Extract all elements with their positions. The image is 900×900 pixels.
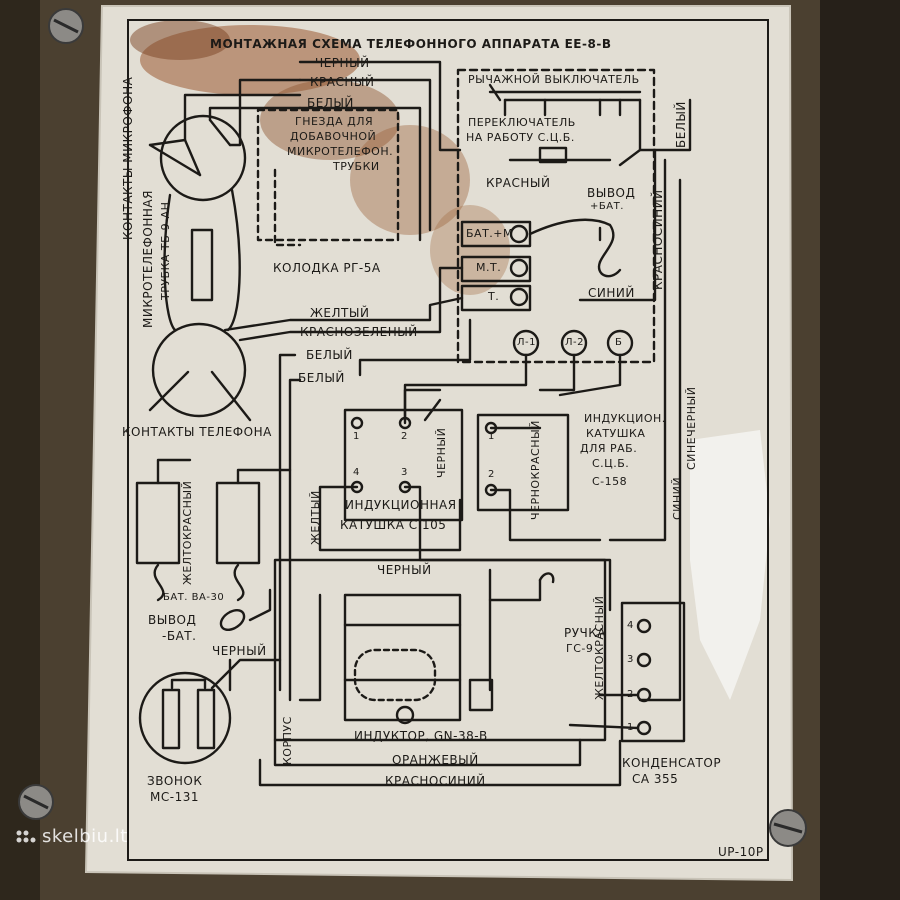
handle-label: ГС-9: [566, 642, 594, 655]
pin-label: 2: [627, 689, 634, 700]
pin-label: 1: [627, 722, 634, 733]
wire-label: СИНИЙ: [588, 286, 635, 300]
wire-label: ЖЕЛТЫЙ: [309, 490, 322, 545]
switch-label: ПЕРЕКЛЮЧАТЕЛЬ: [468, 116, 576, 129]
wire-label: КРАСНЫЙ: [486, 176, 551, 190]
wire-label: ЧЕРНЫЙ: [435, 427, 448, 478]
watermark: skelbiu.lt: [42, 826, 128, 847]
wire-label: БЕЛЫЙ: [674, 101, 688, 148]
capacitor-label: КОНДЕНСАТОР: [622, 756, 722, 770]
coil-105-label: ИНДУКЦИОННАЯ: [345, 498, 457, 512]
screw-icon: [18, 784, 54, 820]
pin-label: 1: [488, 431, 495, 442]
socket-label: ГНЕЗДА ДЛЯ: [295, 115, 374, 128]
pin-label: 1: [353, 431, 360, 442]
coil-sts-label: ДЛЯ РАБ.: [580, 442, 638, 455]
pin-label: 3: [627, 654, 634, 665]
wire-label: ЧЕРНЫЙ: [377, 563, 432, 577]
terminal-b: Б: [615, 337, 623, 348]
wire-label: СИНИЙ: [671, 476, 684, 520]
lever-switch-label: РЫЧАЖНОЙ ВЫКЛЮЧАТЕЛЬ: [468, 73, 640, 86]
handset-label: МИКРОТЕЛЕФОННАЯ: [141, 190, 155, 328]
out-label: -БАТ.: [162, 629, 197, 643]
diagram-title: МОНТАЖНАЯ СХЕМА ТЕЛЕФОННОГО АППАРАТА ЕЕ-…: [210, 37, 612, 51]
out-bat-label: ВЫВОД: [587, 186, 636, 200]
out-label: ВЫВОД: [148, 613, 197, 627]
coil-105-label: КАТУШКА С 105: [340, 518, 447, 532]
watermark-dots-icon: [16, 830, 36, 843]
pin-label: 2: [401, 431, 408, 442]
wire-label: КРАСНОЗЕЛЕНЫЙ: [300, 325, 418, 339]
terminal-label: Т.: [488, 290, 500, 303]
bell-label: МС-131: [150, 790, 199, 804]
socket-label: МИКРОТЕЛЕФОН.: [287, 145, 394, 158]
terminal-label: М.Т.: [476, 261, 502, 274]
coil-sts-label: С-158: [592, 475, 628, 488]
handle-label: РУЧКА: [564, 626, 607, 640]
wire-label: ЖЕЛТОКРАСНЫЙ: [593, 595, 606, 700]
coil-sts-label: ИНДУКЦИОН.: [584, 412, 666, 425]
case-label: КОРПУС: [281, 716, 294, 765]
terminal-label: БАТ.+М: [466, 227, 513, 240]
wire-label: КРАСНОСИНИЙ: [385, 774, 486, 788]
plate-code: UP-10P: [718, 845, 764, 859]
coil-sts-label: С.Ц.Б.: [592, 457, 630, 470]
wire-label: КРАСНЫЙ: [310, 75, 375, 89]
phone-contacts-label: КОНТАКТЫ ТЕЛЕФОНА: [122, 425, 272, 439]
wire-label: ЖЕЛТЫЙ: [310, 306, 370, 320]
screw-icon: [48, 8, 84, 44]
bell-label: ЗВОНОК: [147, 774, 203, 788]
block-label: КОЛОДКА РГ-5А: [273, 261, 381, 275]
wire-label: ЖЕЛТОКРАСНЫЙ: [181, 480, 194, 585]
pin-label: 4: [353, 467, 360, 478]
switch-label: НА РАБОТУ С.Ц.Б.: [466, 131, 575, 144]
wire-label: БЕЛЫЙ: [298, 371, 345, 385]
mic-contacts-label: КОНТАКТЫ МИКРОФОНА: [121, 76, 135, 240]
pin-label: 4: [627, 620, 634, 631]
wire-label: БЕЛЫЙ: [307, 96, 354, 110]
terminal-l2: Л-2: [565, 337, 584, 348]
terminal-l1: Л-1: [517, 337, 536, 348]
socket-label: ДОБАВОЧНОЙ: [290, 130, 377, 143]
battery-label: БАТ. ВА-30: [163, 592, 225, 603]
wire-label: БЕЛЫЙ: [306, 348, 353, 362]
pin-label: 2: [488, 469, 495, 480]
wire-label: ЧЕРНЫЙ: [315, 56, 370, 70]
paper-plate: [84, 5, 794, 882]
socket-label: ТРУБКИ: [333, 160, 380, 173]
wire-label: СИНЕЧЕРНЫЙ: [685, 386, 698, 470]
capacitor-label: СА 355: [632, 772, 679, 786]
pin-label: 3: [401, 467, 408, 478]
wire-label: ЧЕРНЫЙ: [212, 644, 267, 658]
wire-label: ЧЕРНОКРАСНЫЙ: [529, 420, 542, 520]
wire-label: КРАСНОСИНИЙ: [651, 189, 665, 290]
coil-sts-label: КАТУШКА: [586, 427, 646, 440]
wire-label: ОРАНЖЕВЫЙ: [392, 753, 479, 767]
handset-label: ТРУБКА ТБ-9-АН: [159, 201, 172, 300]
inductor-label: ИНДУКТОР, GN-38-В: [354, 729, 488, 743]
out-bat-label: +БАТ.: [590, 201, 624, 212]
screw-icon: [769, 809, 807, 847]
